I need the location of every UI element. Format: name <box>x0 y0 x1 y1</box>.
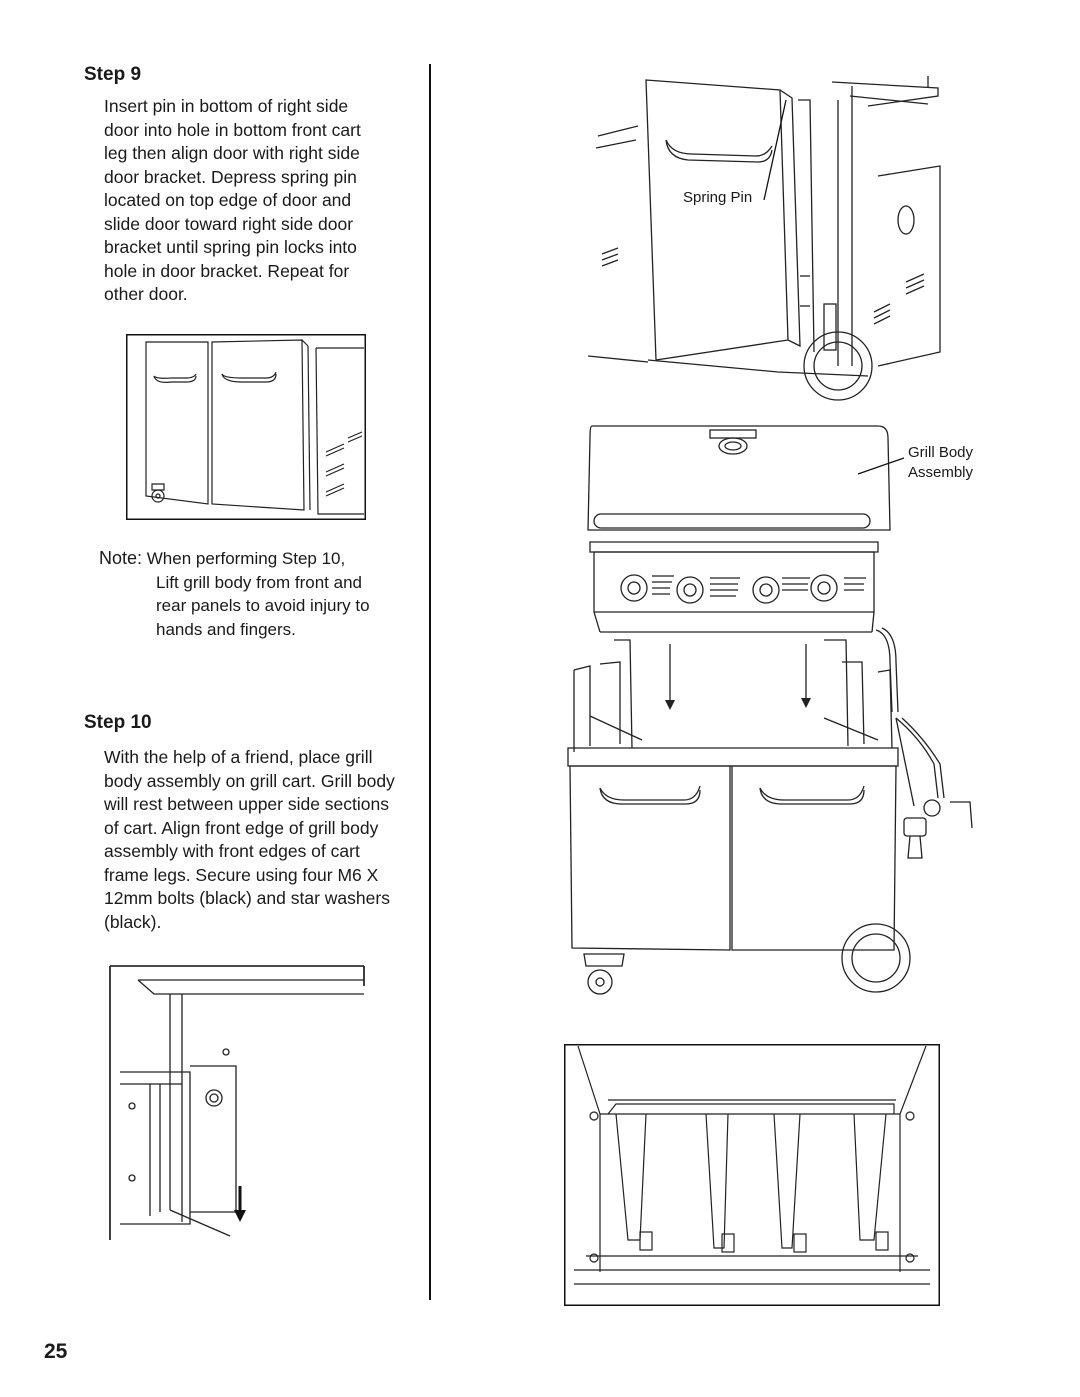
burner-interior-illustration <box>564 1044 940 1306</box>
grill-body-assembly-label: Grill Body Assembly <box>908 443 973 483</box>
grill-body-label-line1: Grill Body <box>908 444 974 461</box>
step-9-title: Step 9 <box>84 64 142 85</box>
column-divider <box>429 64 431 1300</box>
note-first-line: When performing Step 10, <box>146 549 346 568</box>
note-body: Lift grill body from front and rear pane… <box>156 572 370 639</box>
spring-pin-label: Spring Pin <box>683 189 753 206</box>
step-9-instructions: Insert pin in bottom of right side door … <box>104 96 361 304</box>
step-10-bolt-detail-illustration <box>109 965 365 1240</box>
step-10-title: Step 10 <box>84 712 152 733</box>
illustration-frame <box>126 334 366 520</box>
spring-pin-door-illustration <box>587 76 941 401</box>
page-number: 25 <box>44 1340 68 1363</box>
step-9-door-illustration <box>126 334 366 520</box>
step-10-instructions: With the help of a friend, place grill b… <box>104 747 395 932</box>
note-label: Note: <box>99 548 143 568</box>
grill-assembly-illustration <box>567 425 973 995</box>
caution-note: Note: When performing Step 10, Lift gril… <box>99 547 399 641</box>
grill-body-label-line2: Assembly <box>908 464 974 481</box>
